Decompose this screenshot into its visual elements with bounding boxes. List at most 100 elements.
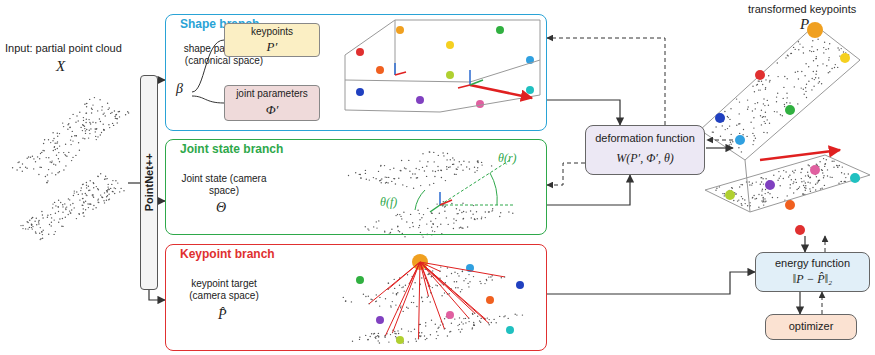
angle-line: [440, 205, 515, 206]
cloud-point: [799, 43, 800, 44]
cloud-point: [412, 222, 413, 223]
cloud-point: [814, 79, 815, 80]
cloud-point: [384, 165, 385, 166]
cloud-point: [388, 177, 389, 178]
cloud-point: [114, 116, 115, 117]
cloud-point: [379, 305, 380, 306]
cloud-point: [95, 207, 96, 208]
cloud-point: [71, 209, 72, 210]
cloud-point: [379, 342, 380, 343]
cloud-point: [85, 193, 86, 194]
cloud-point: [108, 194, 109, 195]
cloud-point: [18, 161, 19, 162]
cloud-point: [106, 200, 107, 201]
cloud-point: [426, 223, 427, 224]
cloud-point: [829, 43, 830, 44]
cloud-point: [59, 145, 60, 146]
branch-box: Joint state branchJoint state (camera sp…: [165, 139, 547, 235]
cloud-point: [406, 221, 407, 222]
cloud-point: [477, 218, 478, 219]
cloud-point: [466, 211, 467, 212]
cloud-point: [396, 293, 397, 294]
cloud-point: [373, 177, 374, 178]
cloud-point: [397, 292, 398, 293]
cloud-point: [430, 334, 431, 335]
cloud-point: [824, 164, 825, 165]
cloud-point: [767, 119, 768, 120]
cloud-point: [443, 201, 444, 202]
keypoint: [715, 113, 725, 123]
keypoint: [735, 135, 745, 145]
cloud-point: [78, 213, 79, 214]
cloud-point: [82, 138, 83, 139]
keypoint: [486, 296, 494, 304]
cloud-point: [747, 109, 748, 110]
cloud-point: [436, 331, 437, 332]
cloud-point: [408, 160, 409, 161]
cloud-point: [405, 168, 406, 169]
cloud-point: [777, 180, 778, 181]
cloud-point: [762, 178, 763, 179]
keypoint: [765, 180, 775, 190]
cloud-point: [66, 206, 67, 207]
cloud-point: [449, 331, 450, 332]
cloud-point: [795, 179, 796, 180]
cloud-point: [114, 187, 115, 188]
connector: [799, 292, 800, 314]
cloud-point: [394, 331, 395, 332]
cloud-point: [841, 181, 842, 182]
cloud-point: [398, 230, 399, 231]
cloud-point: [105, 176, 106, 177]
cloud-point: [736, 193, 737, 194]
cloud-point: [795, 170, 796, 171]
cloud-point: [459, 324, 460, 325]
cloud-point: [107, 191, 108, 192]
keypoint-spheres: [715, 22, 860, 235]
cloud-point: [107, 178, 108, 179]
keypoint: [446, 71, 454, 79]
cloud-point: [19, 167, 20, 168]
cloud-point: [499, 316, 500, 317]
cloud-point: [100, 134, 101, 135]
cloud-point: [83, 216, 84, 217]
cloud-point: [108, 109, 109, 110]
cloud-point: [41, 167, 42, 168]
cloud-point: [97, 176, 98, 177]
cloud-point: [712, 131, 713, 132]
cloud-point: [468, 286, 469, 287]
cloud-point: [796, 189, 797, 190]
cloud-point: [399, 214, 400, 215]
cloud-point: [800, 172, 801, 173]
cloud-point: [111, 112, 112, 113]
cloud-point: [51, 162, 52, 163]
keypoint: [356, 88, 364, 96]
cloud-point: [85, 113, 86, 114]
cloud-point: [742, 184, 743, 185]
label: P: [800, 16, 809, 33]
cloud-point: [47, 180, 48, 181]
cloud-point: [741, 205, 742, 206]
cloud-point: [87, 203, 88, 204]
cloud-point: [74, 135, 75, 136]
flow-line: [706, 147, 733, 148]
cloud-point: [828, 72, 829, 73]
cloud-point: [472, 327, 473, 328]
node-title: deformation function: [595, 132, 695, 145]
cloud-point: [824, 185, 825, 186]
cloud-point: [757, 84, 758, 85]
cloud-point: [763, 132, 764, 133]
cloud-point: [98, 202, 99, 203]
cloud-point: [808, 164, 809, 165]
cloud-point: [86, 103, 87, 104]
cloud-point: [454, 272, 455, 273]
vote-line: [393, 262, 421, 333]
cloud-point: [754, 91, 755, 92]
cloud-point: [438, 155, 439, 156]
cloud-point: [461, 164, 462, 165]
cloud-point: [400, 307, 401, 308]
cloud-point: [360, 177, 361, 178]
cloud-point: [429, 184, 430, 185]
keypoint: [376, 316, 384, 324]
